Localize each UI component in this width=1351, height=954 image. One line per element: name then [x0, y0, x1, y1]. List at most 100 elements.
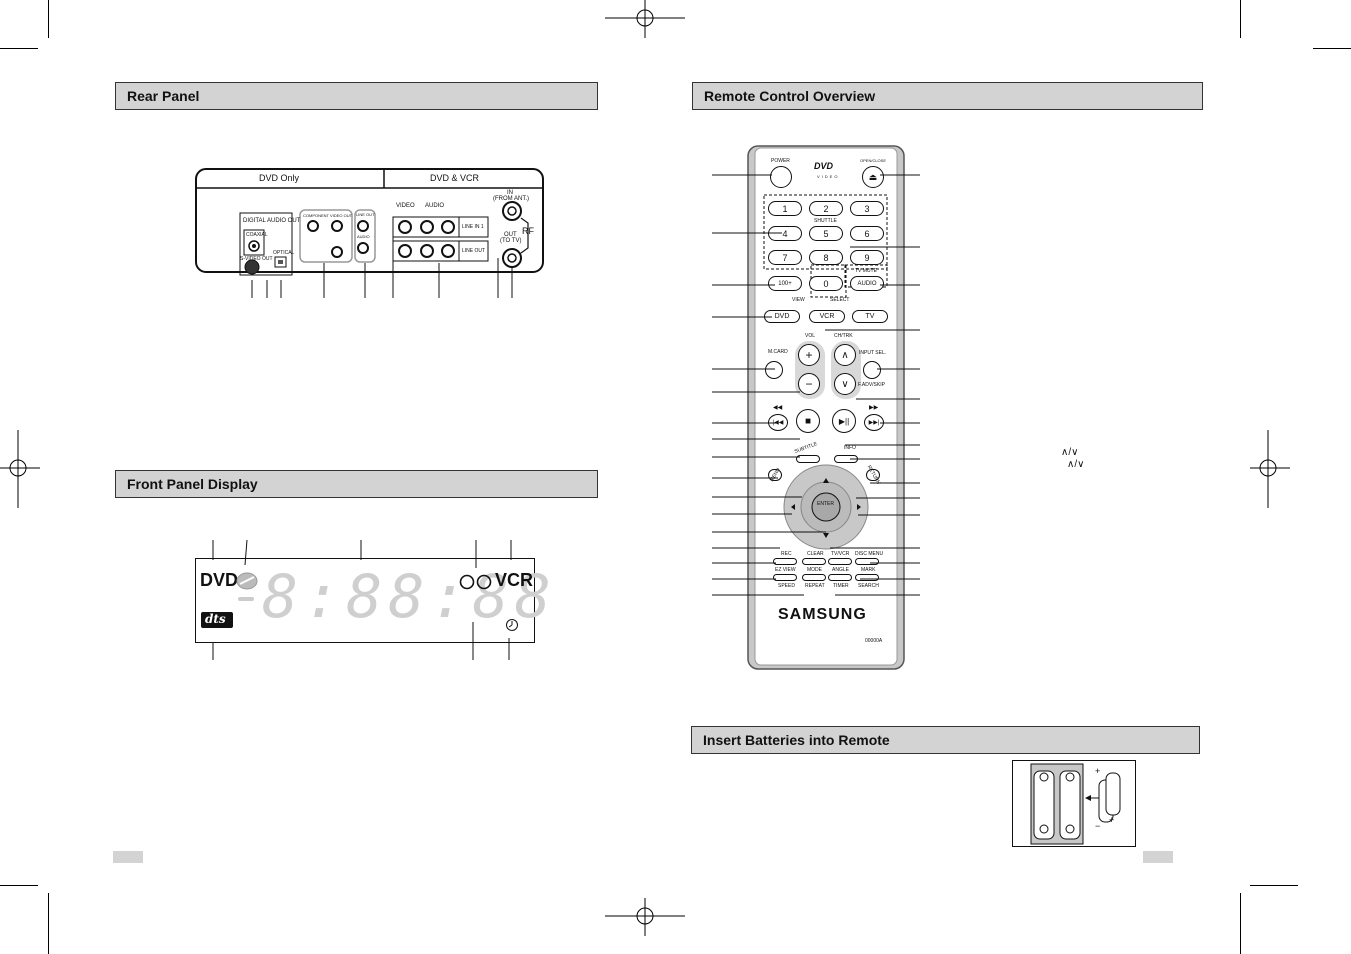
battery-plus-label: + — [1109, 815, 1115, 825]
dvd-video-sublabel: VIDEO — [817, 174, 840, 179]
front-panel-header: Front Panel Display — [115, 470, 598, 498]
line-in-1-label: LINE IN 1 — [462, 224, 484, 230]
shuttle-label: SHUTTLE — [814, 218, 837, 224]
ez-view-button[interactable] — [773, 574, 797, 581]
registration-mark — [1250, 430, 1290, 508]
component-video-out-label: COMPONENT VIDEO OUT — [303, 213, 353, 218]
digit-button-0[interactable]: 0 — [809, 276, 843, 291]
crop-mark — [1313, 48, 1351, 49]
tv-mode-button[interactable]: TV — [852, 310, 888, 323]
digit-button-3[interactable]: 3 — [850, 201, 884, 216]
rear-panel-header: Rear Panel — [115, 82, 598, 110]
line-out-2-label: LINE OUT — [462, 248, 486, 254]
dvd-video-logo: DVD — [814, 161, 834, 171]
play-pause-button[interactable]: ▶|| — [832, 409, 856, 433]
section-title: Rear Panel — [127, 88, 200, 104]
disc-menu-button[interactable] — [855, 558, 879, 565]
rewind-icon: ◀◀ — [773, 405, 783, 411]
crop-mark — [1240, 893, 1241, 954]
model-number: 00000A — [865, 638, 883, 644]
m-card-label: M.CARD — [768, 349, 788, 355]
input-sel-button[interactable] — [863, 361, 881, 379]
crop-mark — [48, 0, 49, 38]
rec-label: REC — [781, 551, 792, 557]
power-button[interactable] — [770, 166, 792, 188]
registration-mark — [605, 898, 685, 936]
digit-button-2[interactable]: 2 — [809, 201, 843, 216]
digit-button-7[interactable]: 7 — [768, 250, 802, 265]
batteries-header: Insert Batteries into Remote — [691, 726, 1200, 754]
audio-label: AUDIO — [357, 234, 370, 239]
crop-mark — [0, 48, 38, 49]
rf-label: RF — [522, 226, 534, 236]
return-button[interactable] — [866, 469, 880, 481]
coaxial-label: COAXIAL — [246, 232, 268, 238]
vcr-indicator: VCR — [495, 570, 534, 590]
hundred-plus-button[interactable]: 100+ — [768, 276, 802, 291]
crop-mark — [1250, 885, 1298, 886]
digit-button-9[interactable]: 9 — [850, 250, 884, 265]
tape-icon — [459, 574, 492, 590]
open-close-button[interactable]: ⏏ — [862, 166, 884, 188]
line-out-label: LINE OUT — [356, 212, 375, 217]
optical-label: OPTICAL — [273, 250, 295, 256]
power-label: POWER — [771, 158, 790, 164]
crop-mark — [0, 885, 38, 886]
mark-button[interactable] — [855, 574, 879, 581]
disc-icon — [236, 572, 258, 590]
clear-button[interactable] — [802, 558, 826, 565]
select-label: SELECT — [830, 297, 850, 303]
remote-overview-header: Remote Control Overview — [692, 82, 1203, 110]
section-title: Insert Batteries into Remote — [703, 732, 890, 748]
section-title: Remote Control Overview — [704, 88, 876, 104]
clock-icon — [506, 619, 518, 631]
from-ant-label: (FROM ANT.) — [493, 196, 529, 202]
s-video-out-label: S-VIDEO OUT — [240, 256, 273, 262]
angle-label: ANGLE — [832, 567, 849, 573]
input-sel-label: INPUT SEL. — [859, 350, 887, 356]
dts-label: dts — [205, 612, 226, 626]
in-label: IN — [507, 190, 513, 196]
tv-vcr-button[interactable] — [828, 558, 852, 565]
brand-logo: SAMSUNG — [778, 606, 867, 623]
digit-button-6[interactable]: 6 — [850, 226, 884, 241]
battery-plus-label: + — [1095, 766, 1101, 776]
stop-button[interactable]: ■ — [796, 409, 820, 433]
angle-button[interactable] — [828, 574, 852, 581]
channel-down-button[interactable]: ∨ — [834, 373, 856, 395]
rear-panel-diagram: DVD Only DVD & VCR DIGITAL AUDIO OUT COA… — [195, 168, 545, 298]
ch-trk-label: CH/TRK — [834, 333, 853, 339]
m-card-button[interactable] — [765, 361, 783, 379]
tv-vcr-label: TV/VCR — [831, 551, 850, 557]
vcr-mode-button[interactable]: VCR — [809, 310, 845, 323]
audio-button[interactable]: AUDIO — [850, 276, 884, 291]
battery-diagram: + − + — [1012, 760, 1136, 847]
subtitle-button[interactable] — [796, 455, 820, 463]
audio-r-label: AUDIO — [425, 203, 445, 209]
repeat-label: REPEAT — [805, 583, 825, 589]
up-down-annotation: ∧/∨ — [1061, 447, 1079, 458]
page-number-box-right — [1143, 851, 1173, 863]
rec-button[interactable] — [773, 558, 797, 565]
digital-audio-out-label: DIGITAL AUDIO OUT — [243, 218, 301, 224]
volume-up-button[interactable]: + — [798, 344, 820, 366]
front-panel-display: DVD 8:88:88 VCR dts — [195, 558, 551, 643]
disc-menu-label: DISC MENU — [855, 551, 884, 557]
digit-button-8[interactable]: 8 — [809, 250, 843, 265]
out-label: OUT — [504, 232, 517, 238]
info-label: INFO — [844, 445, 856, 451]
speed-label: SPEED — [778, 583, 795, 589]
open-close-label: OPEN/CLOSE — [860, 158, 887, 163]
mark-label: MARK — [861, 567, 876, 573]
remote-control: POWER DVD VIDEO OPEN/CLOSE ⏏ 1 2 3 SHUTT… — [747, 145, 905, 670]
digit-button-5[interactable]: 5 — [809, 226, 843, 241]
crop-mark — [48, 893, 49, 954]
volume-down-button[interactable]: − — [798, 373, 820, 395]
remote-callout-lines — [712, 174, 920, 596]
mode-button[interactable] — [802, 574, 826, 581]
digit-button-1[interactable]: 1 — [768, 201, 802, 216]
dts-logo: dts — [201, 612, 233, 628]
channel-up-button[interactable]: ∧ — [834, 344, 856, 366]
view-label: VIEW — [792, 297, 805, 303]
fast-forward-icon: ▶▶ — [869, 405, 879, 411]
